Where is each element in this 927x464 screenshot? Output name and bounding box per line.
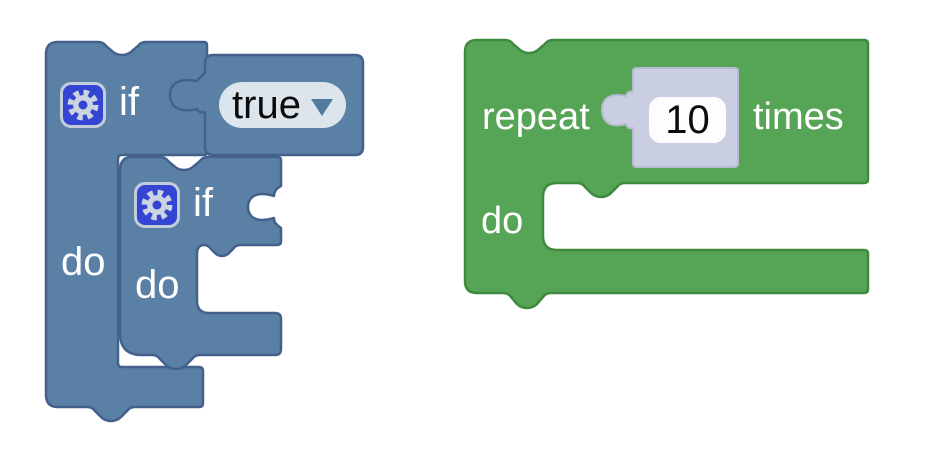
repeat-count-value: 10 <box>665 98 710 142</box>
mutator-gear-button-outer[interactable] <box>60 82 106 128</box>
dropdown-value: true <box>232 83 301 127</box>
gear-icon <box>141 189 173 221</box>
dropdown-arrow-icon <box>310 98 333 116</box>
condition-dropdown[interactable]: true <box>219 82 346 128</box>
gear-icon <box>67 89 99 121</box>
repeat-count-field[interactable]: 10 <box>649 97 726 143</box>
outer-if-block[interactable] <box>44 40 209 423</box>
mutator-gear-button-inner[interactable] <box>134 182 180 228</box>
repeat-block[interactable] <box>463 38 870 310</box>
